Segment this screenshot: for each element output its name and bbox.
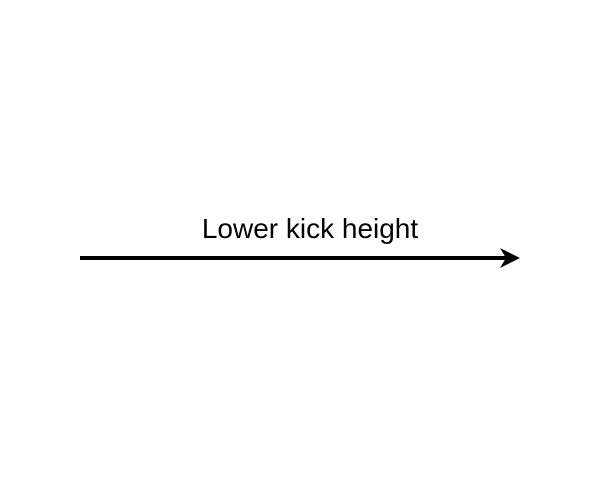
arrowhead-right-icon	[500, 248, 520, 268]
arrow-label: Lower kick height	[201, 213, 419, 244]
